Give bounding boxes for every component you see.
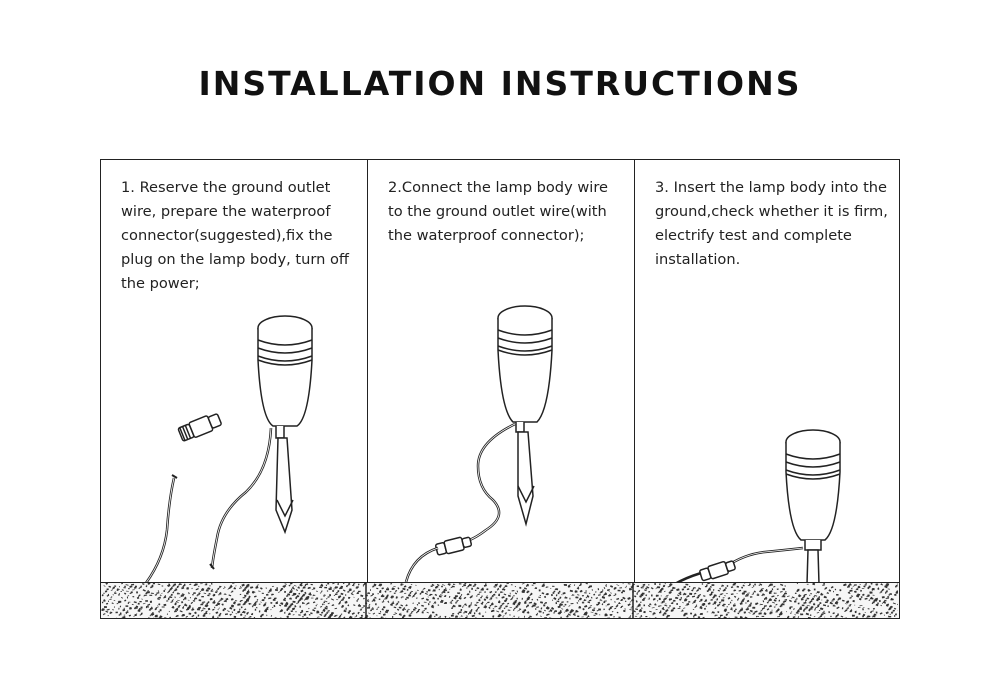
soil-strip: [101, 582, 899, 618]
page-title: INSTALLATION INSTRUCTIONS: [198, 64, 802, 103]
waterproof-connector-icon: [177, 413, 222, 442]
instruction-frame: 1. Reserve the ground outlet wire, prepa…: [100, 159, 900, 619]
wire-icon: [144, 477, 176, 584]
waterproof-connector-icon: [434, 536, 473, 556]
wire-icon: [210, 427, 273, 569]
spike-lamp-icon: [257, 315, 313, 535]
step-2-text: 2.Connect the lamp body wire to the grou…: [388, 179, 608, 244]
step-1-text: 1. Reserve the ground outlet wire, prepa…: [121, 179, 349, 292]
step-panel-3: 3. Insert the lamp body into the ground,…: [634, 160, 901, 618]
spike-lamp-icon: [497, 305, 553, 527]
step-3-text: 3. Insert the lamp body into the ground,…: [655, 179, 888, 268]
spike-lamp-icon: [785, 429, 841, 585]
waterproof-connector-icon: [699, 560, 736, 582]
wire-icon: [404, 546, 439, 583]
wire-icon: [726, 546, 804, 568]
step-panel-2: 2.Connect the lamp body wire to the grou…: [367, 160, 634, 618]
step-panel-1: 1. Reserve the ground outlet wire, prepa…: [101, 160, 367, 618]
